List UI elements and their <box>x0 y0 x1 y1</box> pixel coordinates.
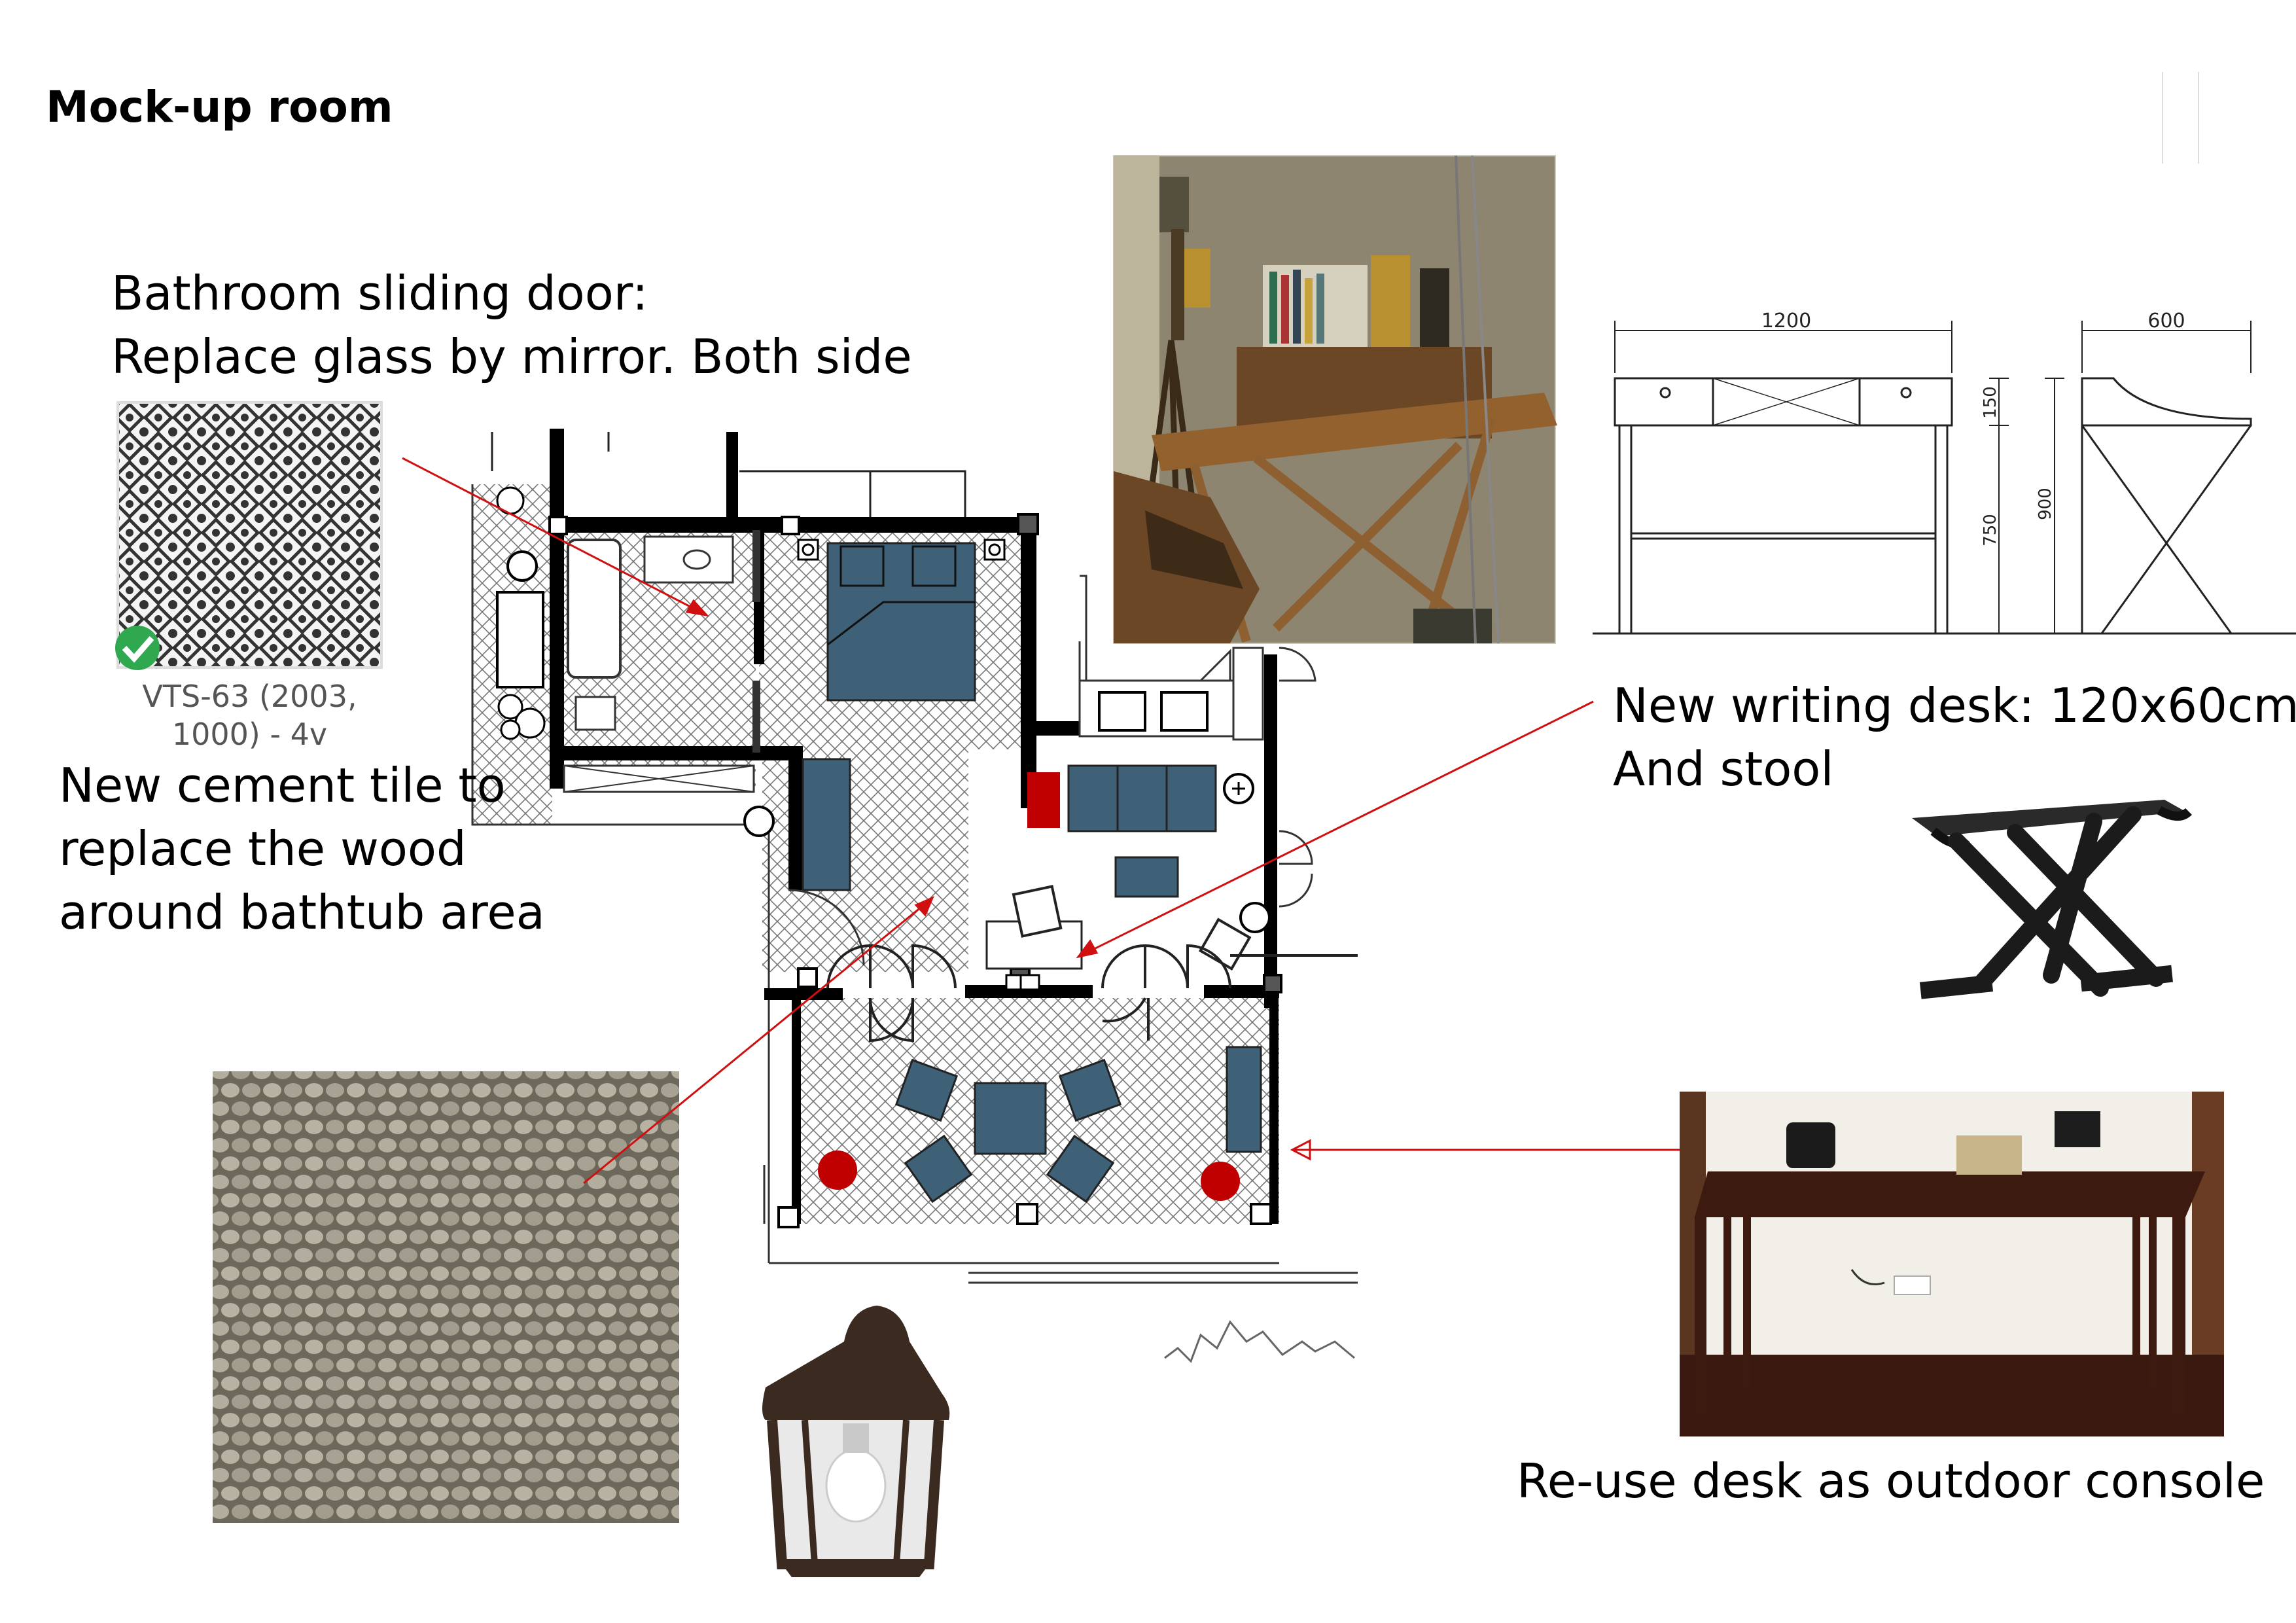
tile-caption-line2: 1000) - 4v <box>171 717 328 752</box>
cement-tile-sample <box>115 401 383 670</box>
tile-caption-line1: VTS-63 (2003, <box>142 679 357 714</box>
dim-width-label: 1200 <box>1761 310 1811 332</box>
terrace-table <box>974 1082 1047 1155</box>
dim-drawer-label: 150 <box>1981 386 2000 419</box>
cement-tile-note-line1: New cement tile to <box>59 758 506 813</box>
coffee-table <box>1114 856 1179 898</box>
red-planter <box>1201 1162 1240 1201</box>
terrace-chair <box>1046 1134 1115 1204</box>
folding-stool <box>1912 800 2192 999</box>
terrace-chair <box>904 1134 973 1204</box>
vanity <box>643 535 734 584</box>
bathroom-door-note-line1: Bathroom sliding door: <box>111 266 648 321</box>
cement-tile-note-line3: around bathtub area <box>59 885 545 940</box>
dim-table-height-label: 750 <box>1981 514 2000 546</box>
sofa <box>1067 764 1217 832</box>
wall-lantern <box>762 1306 950 1577</box>
red-planter <box>818 1150 857 1190</box>
check-icon <box>115 626 160 670</box>
outdoor-console-plan <box>1226 1046 1262 1153</box>
toilet <box>574 696 616 731</box>
terrace-chair <box>894 1058 959 1122</box>
page-title: Mock-up room <box>46 82 393 132</box>
cement-tile-note-line2: replace the wood <box>59 821 467 876</box>
cement-tile-note: New cement tile to replace the wood arou… <box>59 754 545 944</box>
bathroom-door-note: Bathroom sliding door: Replace glass by … <box>111 262 912 389</box>
tile-caption: VTS-63 (2003, 1000) - 4v <box>118 677 381 753</box>
reuse-desk-note: Re-use desk as outdoor console <box>1517 1454 2265 1508</box>
woven-rug-sample <box>213 1071 679 1523</box>
wardrobe <box>802 758 851 891</box>
terrace-chair <box>1058 1058 1122 1122</box>
writing-desk-note-line2: And stool <box>1613 741 1834 796</box>
bathroom-door-note-line2: Replace glass by mirror. Both side <box>111 329 912 384</box>
dim-depth-label: 600 <box>2147 310 2185 332</box>
console-desk-photo <box>1680 1092 2224 1436</box>
dim-total-height-label: 900 <box>2036 488 2055 520</box>
red-cabinet <box>1027 772 1060 828</box>
writing-desk-note-line1: New writing desk: 120x60cm <box>1613 678 2296 733</box>
callout-arrows <box>402 457 1680 1185</box>
bathtub <box>567 539 622 679</box>
telephone <box>1786 1122 1835 1168</box>
floor-plan <box>471 429 1358 1363</box>
desk-inspiration-photo <box>1113 155 1557 644</box>
writing-desk-note: New writing desk: 120x60cm And stool <box>1613 674 2296 801</box>
desk-technical-drawing <box>1593 72 2296 635</box>
